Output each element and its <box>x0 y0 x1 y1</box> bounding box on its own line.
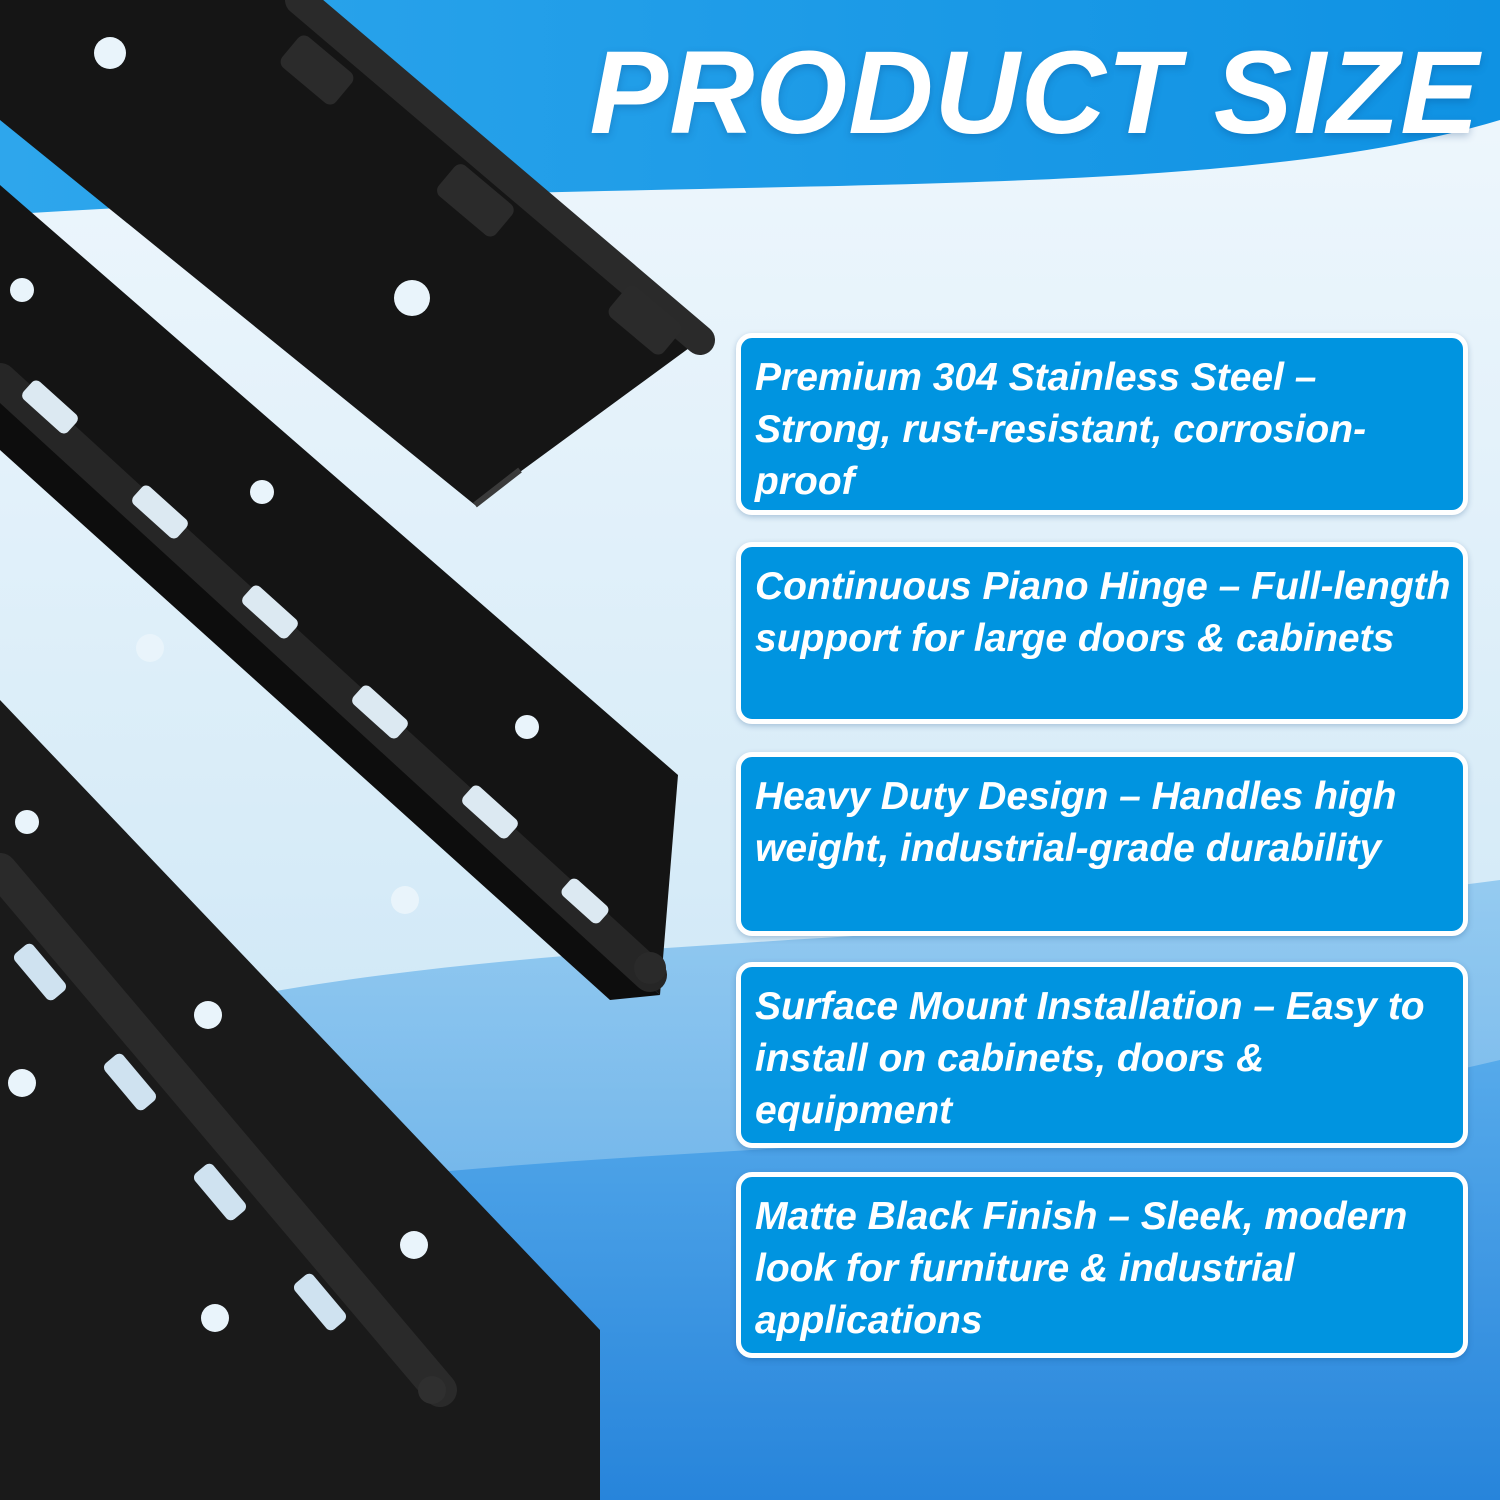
feature-card-stainless-steel: Premium 304 Stainless Steel – Strong, ru… <box>736 333 1468 515</box>
hinge-middle <box>0 185 678 1000</box>
feature-text: Surface Mount Installation – Easy to ins… <box>755 985 1425 1132</box>
feature-card-piano-hinge: Continuous Piano Hinge – Full-length sup… <box>736 542 1468 724</box>
hinge-bottom <box>0 700 600 1500</box>
feature-card-surface-mount: Surface Mount Installation – Easy to ins… <box>736 962 1468 1148</box>
feature-text: Matte Black Finish – Sleek, modern look … <box>755 1195 1408 1342</box>
feature-text: Continuous Piano Hinge – Full-length sup… <box>755 565 1451 660</box>
feature-text: Heavy Duty Design – Handles high weight,… <box>755 775 1397 870</box>
feature-card-heavy-duty: Heavy Duty Design – Handles high weight,… <box>736 752 1468 936</box>
hinge-top <box>0 0 715 508</box>
product-size-title: PRODUCT SIZE <box>589 27 1480 159</box>
feature-text: Premium 304 Stainless Steel – Strong, ru… <box>755 356 1367 503</box>
feature-card-matte-black: Matte Black Finish – Sleek, modern look … <box>736 1172 1468 1358</box>
